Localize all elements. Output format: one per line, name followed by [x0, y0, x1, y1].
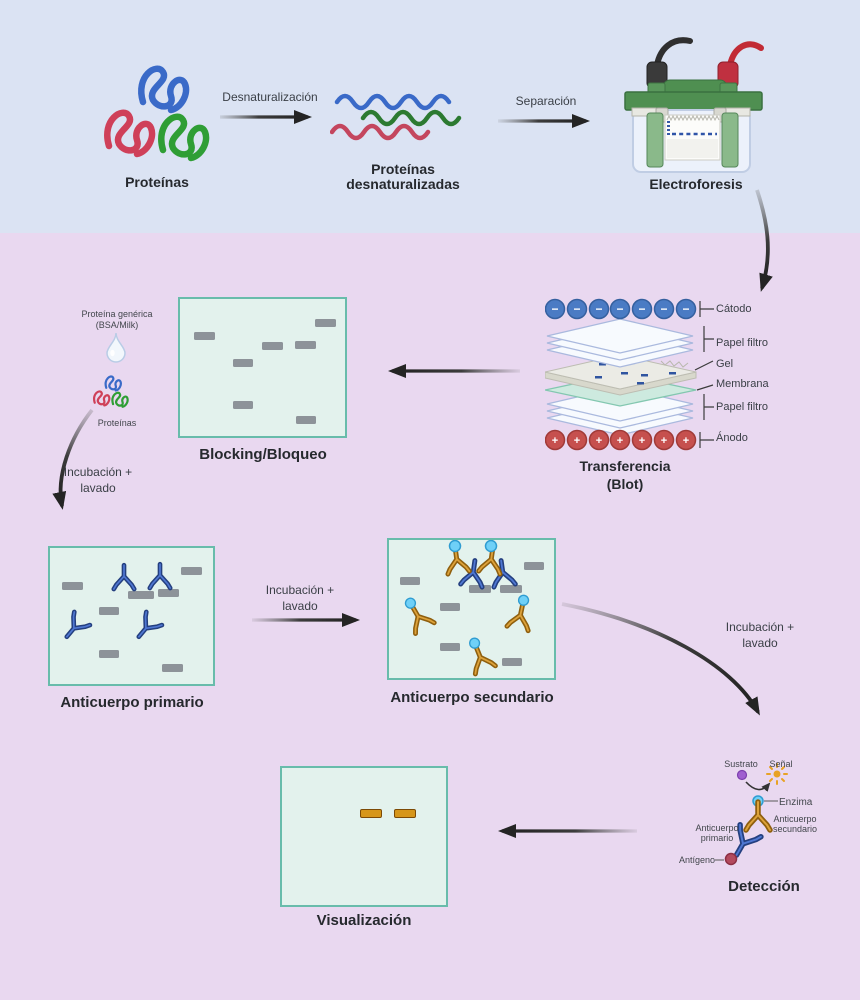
- denatured-title-line2: desnaturalizadas: [346, 176, 460, 192]
- primary-antibody-icon: [150, 564, 170, 588]
- denaturation-arrow-label: Desnaturalización: [222, 90, 318, 104]
- svg-text:−: −: [616, 302, 623, 316]
- enzyme-label: Enzima: [779, 797, 813, 808]
- right-clamp: [721, 112, 739, 168]
- primary-antibody-title: Anticuerpo primario: [60, 694, 204, 711]
- protein-band: [295, 341, 316, 349]
- svg-text:+: +: [596, 435, 602, 447]
- signal-icon: [766, 763, 788, 785]
- secondary-incubation-label-line1: Incubación +: [725, 620, 795, 634]
- blocking-membrane-box: [178, 297, 347, 438]
- visualization-box: [280, 766, 448, 907]
- secondary-antibody-label-line1: Anticuerpo: [773, 814, 817, 824]
- svg-text:+: +: [552, 435, 558, 447]
- secondary-antibody-icon: [399, 594, 435, 634]
- antigen-label: Antígeno: [678, 855, 716, 865]
- gel-tank-lid: [624, 91, 763, 111]
- primary-antibody-contents: [50, 548, 202, 672]
- protein-band: [233, 401, 253, 409]
- cathode-row: − − − − − − −: [545, 298, 697, 320]
- small-proteins-illustration: [93, 375, 129, 408]
- svg-text:−: −: [638, 302, 645, 316]
- svg-text:+: +: [639, 435, 645, 447]
- svg-text:−: −: [595, 302, 602, 316]
- proteins-title: Proteínas: [125, 174, 189, 190]
- protein-band: [233, 359, 253, 367]
- folded-proteins-illustration: [101, 56, 213, 164]
- secondary-antibody-title: Anticuerpo secundario: [390, 689, 554, 706]
- secondary-antibody-label-line2: secundario: [772, 824, 818, 834]
- svg-text:−: −: [660, 302, 667, 316]
- transfer-stack-illustration: − − − − − − − + + + + + + +: [545, 298, 714, 451]
- secondary-antibody-contents: [389, 540, 544, 678]
- secondary-antibody-icon: [507, 593, 535, 631]
- detection-illustration: [715, 763, 788, 866]
- gel-label: Gel: [716, 358, 734, 370]
- cathode-label: Cátodo: [716, 303, 752, 315]
- primary-incubation-label-line2: lavado: [282, 599, 318, 613]
- blocking-title: Blocking/Bloqueo: [199, 446, 327, 463]
- substrate-icon: [736, 769, 748, 781]
- primary-antibody-icon: [59, 612, 90, 643]
- primary-antibody-icon: [114, 565, 134, 589]
- layer-pointers: [694, 301, 714, 448]
- blocking-incubation-label-line2: lavado: [80, 481, 116, 495]
- blocking-droplet-icon: [106, 332, 126, 363]
- svg-text:−: −: [573, 302, 580, 316]
- primary-antibody-label-line1: Anticuerpo: [695, 823, 739, 833]
- enzyme-icon: [448, 540, 462, 553]
- red-cable: [727, 41, 764, 68]
- electrophoresis-title: Electroforesis: [649, 176, 743, 192]
- svg-text:+: +: [574, 435, 580, 447]
- transfer-title-line1: Transferencia: [579, 458, 671, 474]
- svg-text:+: +: [617, 435, 623, 447]
- anode-row: + + + + + + +: [545, 429, 697, 451]
- antigen-icon: [724, 852, 738, 866]
- secondary-to-detection-arrow: [561, 602, 760, 716]
- generic-protein-label-line2: (BSA/Milk): [95, 320, 139, 330]
- svg-text:−: −: [551, 302, 558, 316]
- svg-text:+: +: [661, 435, 667, 447]
- filter-paper-bottom-label: Papel filtro: [716, 401, 768, 413]
- denatured-proteins-illustration: [330, 93, 462, 141]
- primary-antibody-icon: [131, 612, 162, 643]
- generic-protein-label-line1: Proteína genérica: [81, 309, 153, 319]
- electrophoresis-to-transfer-arrow: [755, 189, 773, 292]
- small-proteins-label: Proteínas: [97, 418, 137, 428]
- secondary-antibody-icon: [463, 635, 496, 674]
- enzyme-icon: [484, 540, 498, 553]
- primary-antibody-box: [48, 546, 215, 686]
- filter-paper-top-label: Papel filtro: [716, 337, 768, 349]
- protein-band: [296, 416, 316, 424]
- separation-arrow-label: Separación: [515, 94, 577, 108]
- protein-band: [194, 332, 215, 340]
- visualization-title: Visualización: [316, 912, 412, 929]
- primary-antibody-label-line2: primario: [700, 833, 734, 843]
- transfer-title-line2: (Blot): [606, 476, 644, 492]
- secondary-incubation-label-line2: lavado: [742, 636, 778, 650]
- membrane-label: Membrana: [716, 378, 769, 390]
- signal-band: [394, 809, 416, 818]
- blocking-to-primary-arrow: [52, 408, 94, 510]
- svg-text:+: +: [683, 435, 689, 447]
- protein-band: [315, 319, 336, 327]
- denatured-title-line1: Proteínas: [371, 161, 435, 177]
- primary-incubation-label-line1: Incubación +: [265, 583, 335, 597]
- detection-title: Detección: [728, 878, 800, 895]
- black-cable: [654, 37, 693, 68]
- anode-label: Ánodo: [716, 432, 748, 444]
- signal-label: Señal: [769, 759, 793, 769]
- protein-band: [262, 342, 283, 350]
- left-clamp: [646, 112, 664, 168]
- signal-band: [360, 809, 382, 818]
- reaction-arrow: [745, 781, 771, 792]
- substrate-label: Sustrato: [724, 759, 758, 769]
- secondary-antibody-box: [387, 538, 556, 680]
- svg-text:−: −: [682, 302, 689, 316]
- electrophoresis-apparatus-illustration: [624, 37, 764, 173]
- blocking-incubation-label-line1: Incubación +: [63, 465, 133, 479]
